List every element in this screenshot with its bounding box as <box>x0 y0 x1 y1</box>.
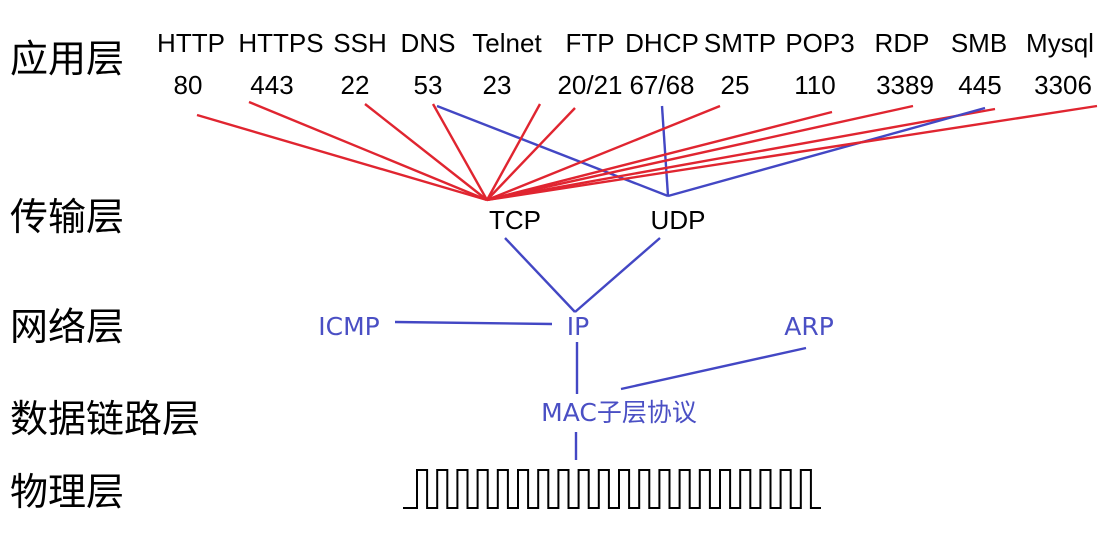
physical-square-wave <box>403 469 821 509</box>
link-rdp-tcp <box>486 104 914 202</box>
link-smb-tcp <box>486 107 996 202</box>
protocol-name-http: HTTP <box>157 28 225 58</box>
node-icmp: ICMP <box>318 312 379 341</box>
layer-label-transport: 传输层 <box>10 195 124 239</box>
connection-lines <box>196 100 1098 460</box>
protocol-name-dns: DNS <box>401 28 456 58</box>
link-udp-ip <box>574 237 661 313</box>
protocol-port-telnet: 23 <box>483 70 512 100</box>
protocol-name-https: HTTPS <box>238 28 323 58</box>
protocol-port-smb: 445 <box>958 70 1001 100</box>
protocol-port-rdp: 3389 <box>876 70 934 100</box>
protocol-port-ssh: 22 <box>341 70 370 100</box>
protocol-port-ftp: 20/21 <box>557 70 622 100</box>
link-arp-mac <box>620 346 807 391</box>
node-mac-sublayer: MAC子层协议 <box>541 398 697 427</box>
layer-label-application: 应用层 <box>10 37 124 81</box>
link-telnet-tcp <box>485 103 542 201</box>
protocol-name-pop3: POP3 <box>785 28 854 58</box>
protocol-port-https: 443 <box>250 70 293 100</box>
link-pop3-tcp <box>486 110 833 202</box>
link-ssh-tcp <box>364 103 488 201</box>
node-tcp: TCP <box>489 205 541 235</box>
link-tcp-ip <box>504 237 576 313</box>
link-smb-udp <box>667 106 986 198</box>
protocol-port-pop3: 110 <box>794 70 835 100</box>
protocol-name-telnet: Telnet <box>472 28 542 58</box>
protocol-name-smtp: SMTP <box>704 28 776 58</box>
protocol-name-ssh: SSH <box>333 28 386 58</box>
link-ftp-tcp <box>486 107 576 201</box>
layer-label-datalink: 数据链路层 <box>10 397 200 441</box>
link-mysql-tcp <box>486 104 1098 202</box>
protocol-name-smb: SMB <box>951 28 1007 58</box>
protocol-name-mysql: Mysql <box>1026 28 1094 58</box>
protocol-port-smtp: 25 <box>721 70 750 100</box>
link-dns-tcp <box>431 103 489 201</box>
node-ip: IP <box>567 312 589 341</box>
protocol-port-http: 80 <box>174 70 203 100</box>
link-icmp-ip <box>394 320 553 326</box>
protocol-name-dhcp: DHCP <box>625 28 699 58</box>
link-smtp-tcp <box>486 104 721 202</box>
protocol-port-mysql: 3306 <box>1034 70 1092 100</box>
node-udp: UDP <box>651 205 706 235</box>
layer-label-physical: 物理层 <box>10 470 124 514</box>
protocol-port-dhcp: 67/68 <box>629 70 694 100</box>
layer-label-network: 网络层 <box>10 305 124 349</box>
link-http-tcp <box>196 113 488 202</box>
protocol-name-rdp: RDP <box>875 28 930 58</box>
link-https-tcp <box>248 100 488 202</box>
protocol-port-dns: 53 <box>414 70 443 100</box>
protocol-name-ftp: FTP <box>565 28 614 58</box>
link-dns-udp <box>436 104 669 198</box>
link-dhcp-udp <box>660 105 670 197</box>
application-protocols: HTTP 80 HTTPS 443 SSH 22 DNS 53 Telnet 23 FTP 20/21… <box>157 28 1094 100</box>
node-arp: ARP <box>784 312 834 341</box>
